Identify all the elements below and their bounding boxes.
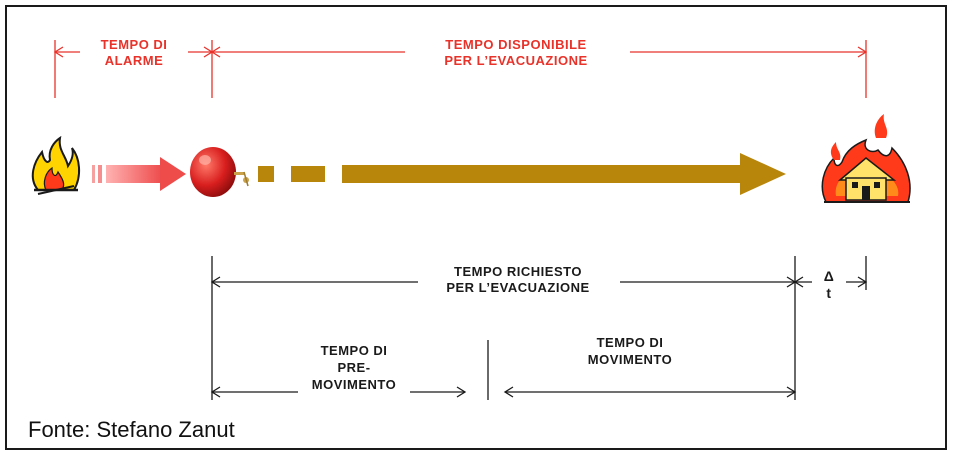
delta-t-dimension (793, 256, 868, 290)
tempo-premovimento-line3: MOVIMENTO (311, 377, 397, 392)
tempo-richiesto-line1: TEMPO RICHIESTO (454, 264, 582, 279)
tempo-premovimento-dimension (210, 386, 467, 398)
evacuation-timeline-arrow (258, 153, 786, 195)
tempo-premovimento-label: TEMPO DI PRE- MOVIMENTO (298, 342, 410, 393)
tempo-richiesto-line2: PER L’EVACUAZIONE (446, 280, 590, 295)
tempo-premovimento-line1: TEMPO DI (320, 343, 388, 358)
tempo-movimento-line1: TEMPO DI (596, 335, 664, 350)
tempo-richiesto-dimension (210, 256, 797, 400)
tempo-movimento-line2: MOVIMENTO (587, 352, 673, 367)
delta-t-line2: t (826, 285, 832, 301)
burning-house-icon (821, 114, 911, 203)
delta-t-label: Δ t (814, 268, 844, 302)
tempo-disponibile-dimension (210, 40, 868, 98)
fire-icon (31, 135, 80, 195)
tempo-alarme-line1: TEMPO DI (100, 37, 168, 52)
tempo-alarme-label: TEMPO DI ALARME (82, 37, 186, 69)
tempo-movimento-label: TEMPO DI MOVIMENTO (570, 334, 690, 368)
tempo-alarme-line2: ALARME (104, 53, 164, 68)
tempo-disponibile-line1: TEMPO DISPONIBILE (445, 37, 587, 52)
tempo-richiesto-label: TEMPO RICHIESTO PER L’EVACUAZIONE (420, 264, 616, 296)
tempo-disponibile-line2: PER L’EVACUAZIONE (444, 53, 588, 68)
diagram-frame (5, 5, 947, 450)
tempo-premovimento-line2: PRE- (337, 360, 371, 375)
alarm-bell-icon (190, 147, 249, 197)
delta-t-line1: Δ (823, 268, 835, 284)
alarm-phase-arrow (92, 157, 186, 191)
tempo-movimento-dimension (503, 386, 797, 398)
source-caption: Fonte: Stefano Zanut (28, 417, 235, 442)
tempo-disponibile-label: TEMPO DISPONIBILE PER L’EVACUAZIONE (405, 37, 627, 69)
